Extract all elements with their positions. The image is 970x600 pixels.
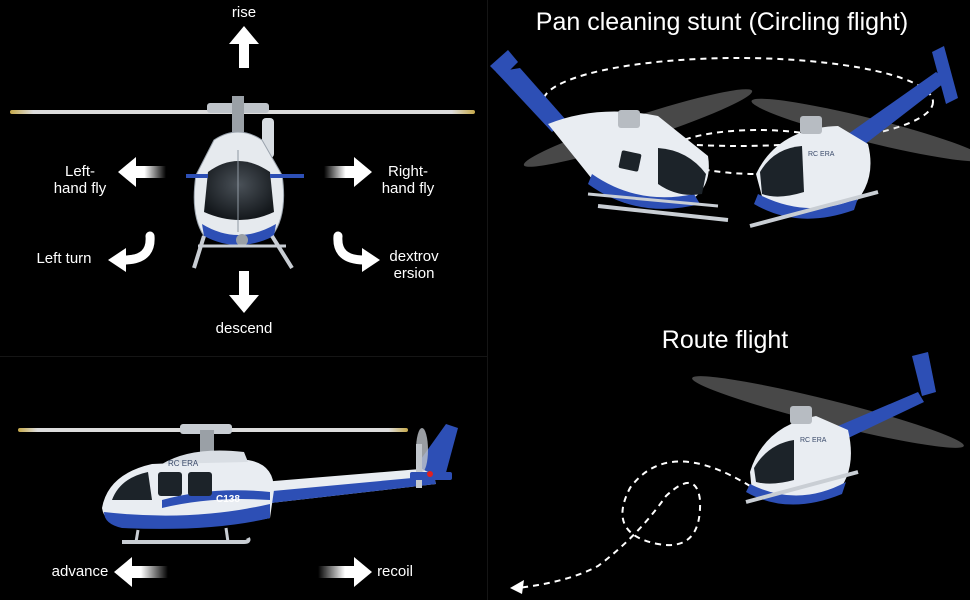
side-view-helicopter: RC ERA C138 [18, 424, 458, 544]
svg-text:RC ERA: RC ERA [800, 437, 827, 444]
rise-label: rise [231, 4, 257, 21]
left-turn-label: Left turn [36, 250, 92, 267]
left-fly-arrow-icon [118, 157, 166, 187]
dextroversion-label: dextrov ersion [389, 248, 439, 282]
right-fly-arrow-icon [324, 157, 372, 187]
dextroversion-arrow-icon [333, 231, 380, 272]
circling-flight-illustration: RC ERA [490, 46, 970, 228]
recoil-arrow-icon [318, 557, 372, 587]
recoil-label: recoil [377, 563, 413, 580]
descend-label: descend [215, 320, 273, 337]
right-fly-label: Right- hand fly [381, 163, 435, 197]
svg-text:RC ERA: RC ERA [808, 151, 835, 158]
horizontal-divider [0, 356, 487, 357]
left-fly-label: Left- hand fly [53, 163, 107, 197]
left-turn-arrow-icon [108, 231, 155, 272]
front-view-helicopter [10, 96, 475, 270]
advance-label: advance [51, 563, 109, 580]
circling-helicopter-left [490, 50, 753, 222]
descend-arrow-icon [229, 271, 259, 313]
advance-arrow-icon [114, 557, 168, 587]
route-flight-title: Route flight [661, 326, 789, 354]
circling-flight-title: Pan cleaning stunt (Circling flight) [535, 8, 909, 36]
side-model-text: C138 [216, 494, 240, 505]
circling-helicopter-right: RC ERA [749, 46, 970, 228]
route-helicopter: RC ERA [692, 352, 964, 505]
rise-arrow-icon [229, 26, 259, 68]
vertical-divider [487, 0, 488, 600]
route-flight-illustration: RC ERA [510, 352, 964, 594]
side-brand-text: RC ERA [168, 459, 199, 468]
